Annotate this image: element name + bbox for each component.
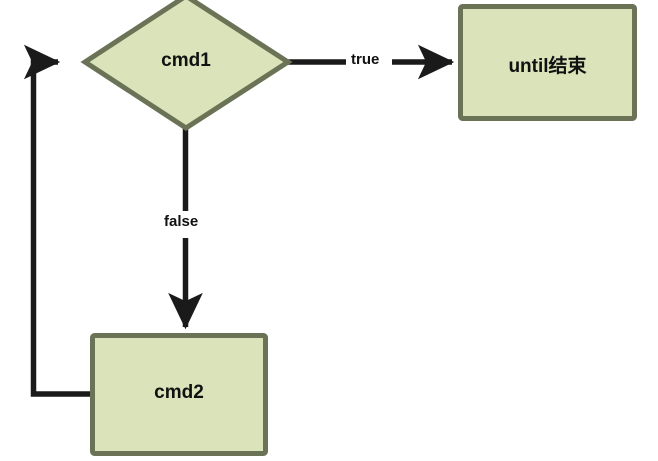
node-cmd2-box[interactable] (90, 333, 268, 456)
node-cmd1-diamond[interactable] (80, 0, 293, 131)
edge-label-false: false (162, 213, 201, 230)
edge-label-true: true (349, 51, 382, 68)
edge-loop-path (23, 44, 90, 397)
edge-cmd2-to-cmd1-loop (23, 44, 90, 397)
node-until-end-box[interactable] (458, 4, 637, 121)
